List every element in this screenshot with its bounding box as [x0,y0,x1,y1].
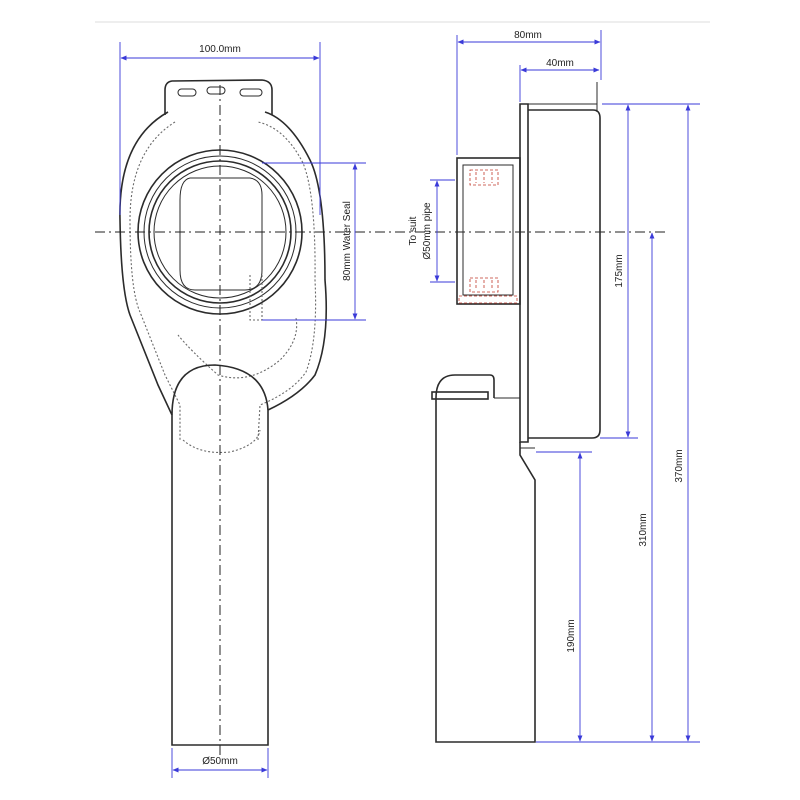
trap-housing [528,109,601,439]
water-seal-dimension: 80mm Water Seal [262,162,366,321]
trap-body-outline [119,111,327,746]
socket-seal-bottom [469,277,499,293]
centre-height-dimension: 310mm [536,232,665,743]
front-view [119,79,327,746]
inlet-socket [456,157,521,305]
centre-height-label: 310mm [638,513,649,546]
water-seal-label: 80mm Water Seal [342,201,353,281]
outlet-dimension: Ø50mm [171,748,269,778]
wall-flange [519,103,529,443]
body-height-dimension: 175mm [600,103,700,439]
outlet-elbow [435,374,495,399]
inlet-label-line2: Ø50mm pipe [422,202,433,260]
outlet-collar [431,391,489,400]
total-height-dimension: 370mm [665,104,700,743]
outlet-vertical-pipe [435,398,536,743]
mounting-slot [239,88,263,97]
inlet-size-dimension: To suit Ø50mm pipe [408,179,455,283]
flange-label: 40mm [546,58,574,69]
inlet-socket-inner [462,164,514,296]
socket-base-seal [458,295,518,304]
flange-dimension: 40mm [519,58,600,102]
outlet-pipe-top [171,364,269,416]
mounting-slot [177,88,197,97]
socket-seal-top [469,169,499,186]
trap-bend-inner [177,317,298,379]
mounting-tab [164,79,273,115]
inner-tube [179,177,263,291]
body-height-label: 175mm [614,254,625,287]
width-label: 100.0mm [199,44,241,55]
outlet-height-label: 190mm [566,619,577,652]
inlet-label-line1: To suit [408,216,419,245]
outlet-height-dimension: 190mm [536,451,592,742]
width-dimension: 100.0mm [119,42,321,215]
side-view [431,82,601,743]
depth-dimension: 80mm [456,30,602,155]
trap-bend-inner-2 [182,429,261,454]
total-height-label: 370mm [674,449,685,482]
mounting-slot [206,86,226,95]
depth-label: 80mm [514,30,542,41]
outlet-label: Ø50mm [202,756,238,767]
trap-body-inner [129,121,317,441]
